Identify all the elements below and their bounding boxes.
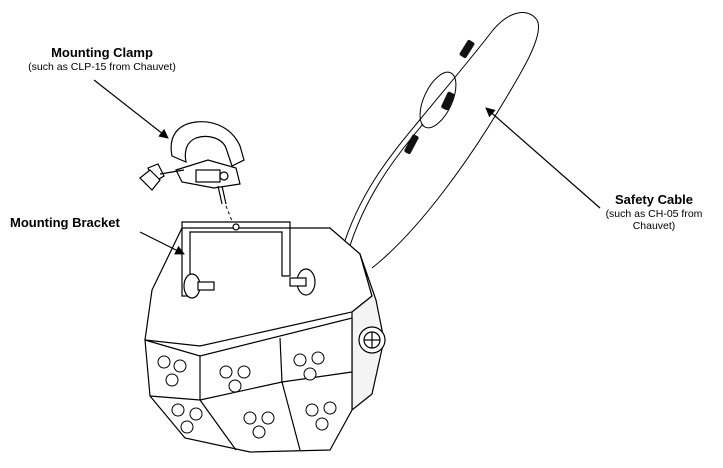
cable-sleeve-icon	[404, 40, 475, 155]
safety-cable-subtitle-line2: Chauvet)	[632, 220, 676, 232]
callout-arrows	[93, 79, 601, 255]
mounting-bracket-title: Mounting Bracket	[10, 215, 120, 230]
mounting-clamp-icon	[139, 121, 245, 205]
cable-arrow	[485, 107, 601, 209]
mounting-bracket-icon	[181, 221, 316, 299]
mounting-clamp-subtitle: (such as CLP-15 from Chauvet)	[28, 60, 176, 73]
safety-cable-label: Safety Cable (such as CH-05 from Chauvet…	[590, 192, 718, 232]
bracket-arrow	[139, 231, 185, 255]
mounting-clamp-title: Mounting Clamp	[51, 45, 153, 60]
bracket-knob-icon	[183, 268, 316, 299]
mounting-clamp-label: Mounting Clamp (such as CLP-15 from Chau…	[8, 45, 196, 73]
safety-cable-title: Safety Cable	[614, 192, 694, 207]
safety-cable-subtitle-line1: (such as CH-05 from	[605, 207, 703, 220]
safety-cable	[341, 12, 539, 269]
lens-clusters	[157, 351, 337, 439]
mounting-bracket-label: Mounting Bracket	[10, 215, 120, 231]
clamp-arrow	[93, 79, 169, 139]
